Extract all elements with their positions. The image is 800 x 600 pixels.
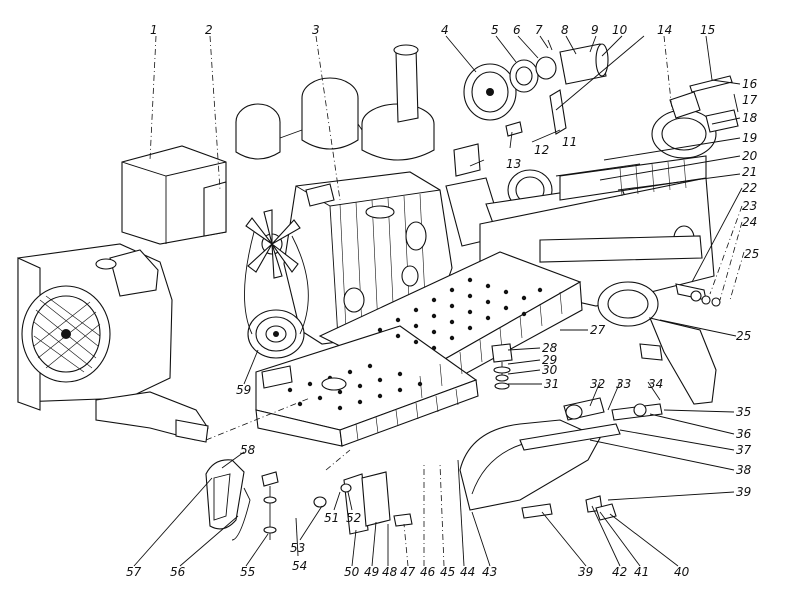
mirror-bracket <box>205 459 413 541</box>
callout-27: 27 <box>590 323 606 337</box>
callout-35: 35 <box>736 405 751 419</box>
guard-and-rods <box>459 397 663 521</box>
callout-16: 16 <box>742 77 758 91</box>
callout-54: 54 <box>292 559 307 573</box>
callout-7: 7 <box>535 23 543 37</box>
callout-46: 46 <box>420 565 436 579</box>
callout-57: 57 <box>126 565 142 579</box>
callout-51: 51 <box>324 511 339 525</box>
callout-49: 49 <box>364 565 379 579</box>
callout-42: 42 <box>612 565 627 579</box>
leader-lines <box>133 35 745 567</box>
callout-43: 43 <box>482 565 497 579</box>
callout-33: 33 <box>616 377 631 391</box>
fan-grille <box>33 295 101 373</box>
callout-40: 40 <box>674 565 690 579</box>
callout-8: 8 <box>561 23 569 37</box>
callout-56: 56 <box>170 565 186 579</box>
callout-41: 41 <box>634 565 649 579</box>
frame-ribs <box>619 159 687 197</box>
right-brackets <box>597 75 739 405</box>
callout-13: 13 <box>506 157 521 171</box>
crankshaft-pulley <box>247 309 305 359</box>
floor-edge-hatching <box>355 291 563 441</box>
callout-11: 11 <box>562 135 577 149</box>
callout-23: 23 <box>742 199 757 213</box>
callout-36: 36 <box>736 427 752 441</box>
callout-3: 3 <box>312 23 320 37</box>
callout-38: 38 <box>736 463 752 477</box>
bolt-stack <box>491 343 513 390</box>
perforated-floor-panel <box>255 251 583 447</box>
callout-44: 44 <box>460 565 475 579</box>
callout-39-right: 39 <box>736 485 751 499</box>
gear-train <box>463 39 609 137</box>
callout-5: 5 <box>491 23 499 37</box>
callout-6: 6 <box>513 23 521 37</box>
callout-30: 30 <box>542 363 558 377</box>
callout-22: 22 <box>742 181 757 195</box>
callout-1: 1 <box>150 23 158 37</box>
callout-48: 48 <box>382 565 398 579</box>
callout-17: 17 <box>742 93 758 107</box>
callout-19: 19 <box>742 131 757 145</box>
callout-12: 12 <box>534 143 549 157</box>
callout-28: 28 <box>542 341 558 355</box>
callout-29: 29 <box>542 353 557 367</box>
callout-50: 50 <box>344 565 360 579</box>
callout-24: 24 <box>742 215 757 229</box>
callout-2: 2 <box>205 23 213 37</box>
callout-18: 18 <box>742 111 758 125</box>
callout-15: 15 <box>700 23 715 37</box>
callout-52: 52 <box>346 511 361 525</box>
callout-45: 45 <box>440 565 455 579</box>
callout-21: 21 <box>742 165 757 179</box>
callout-55: 55 <box>240 565 255 579</box>
callout-34: 34 <box>648 377 663 391</box>
callout-32: 32 <box>590 377 605 391</box>
callout-numbers: 1 2 3 4 5 6 7 8 9 10 11 12 13 14 15 16 1… <box>126 23 759 579</box>
callout-53: 53 <box>290 541 305 555</box>
callout-9: 9 <box>591 23 599 37</box>
callout-47: 47 <box>400 565 416 579</box>
radiator-fan-housing <box>17 243 209 443</box>
callout-4: 4 <box>441 23 449 37</box>
callout-58: 58 <box>240 443 256 457</box>
callout-37: 37 <box>736 443 752 457</box>
callout-20: 20 <box>742 149 758 163</box>
callout-25-upper: 25 <box>744 247 759 261</box>
callout-59: 59 <box>236 383 251 397</box>
callout-31: 31 <box>544 377 559 391</box>
callout-25-lower: 25 <box>736 329 751 343</box>
callout-39-bottom: 39 <box>578 565 593 579</box>
engine-fan <box>245 209 301 279</box>
callout-14: 14 <box>657 23 672 37</box>
callout-10: 10 <box>612 23 628 37</box>
battery-box <box>121 145 227 245</box>
